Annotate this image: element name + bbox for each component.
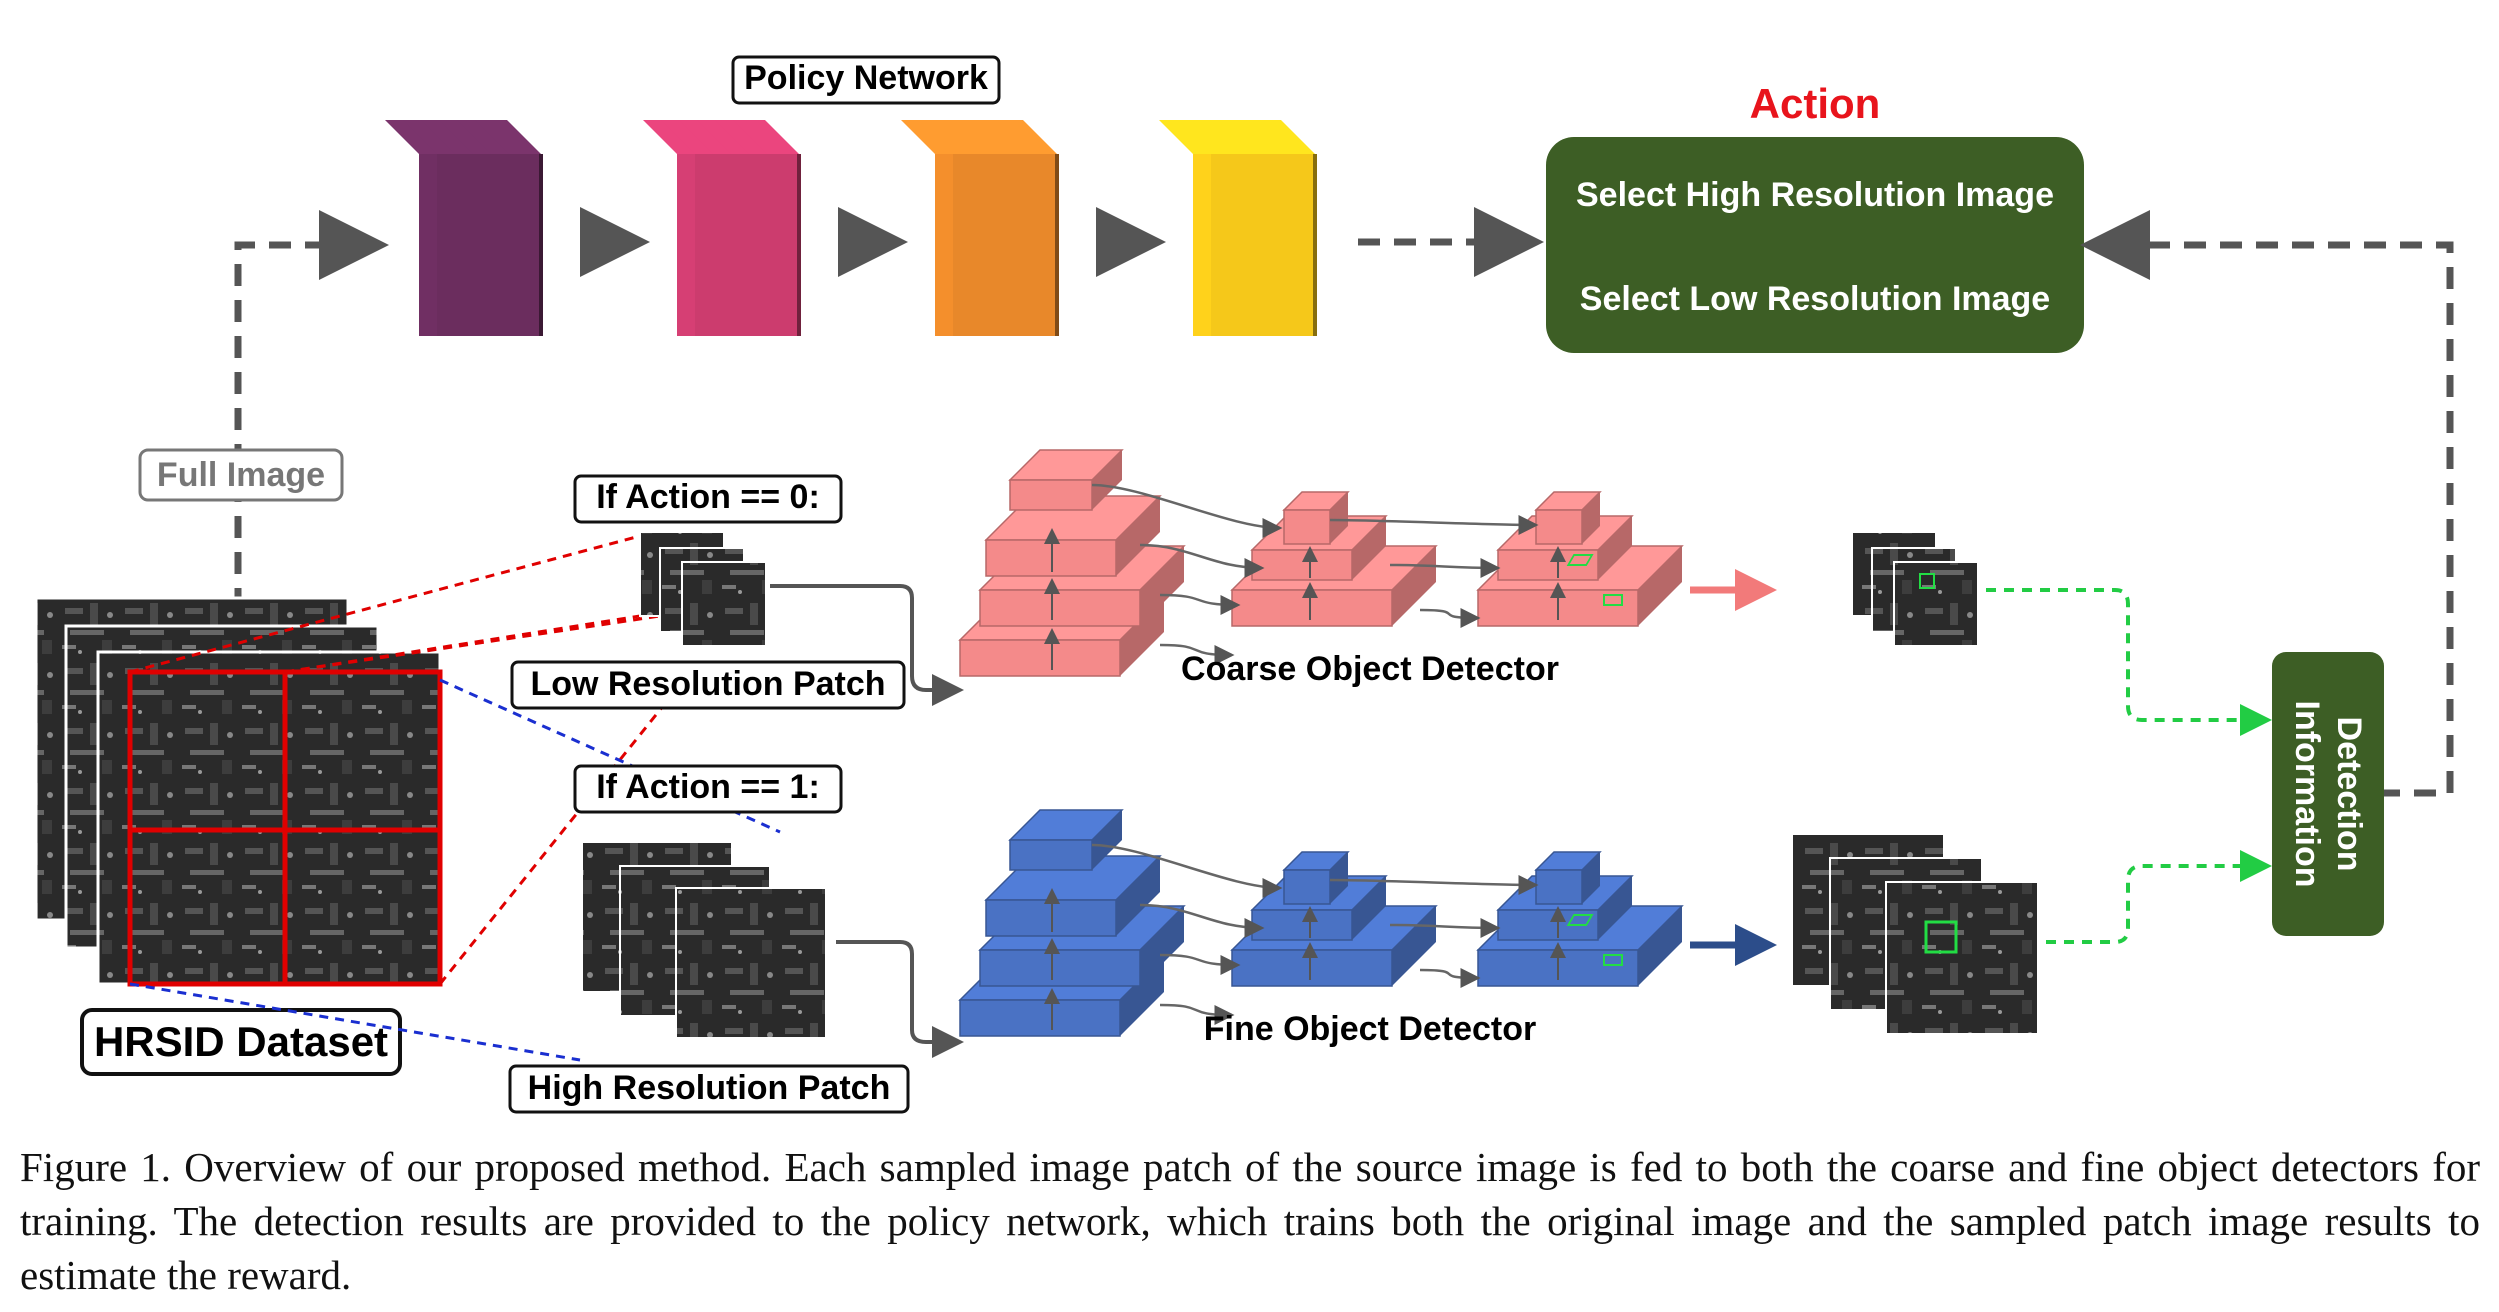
action-box: [1546, 137, 2084, 353]
detector-connector: [1091, 483, 1283, 538]
fine-detection-output: [1791, 833, 2039, 1035]
coarse-detector-label: Coarse Object Detector: [1181, 650, 1559, 688]
detector-connector: [1389, 917, 1501, 938]
select-high-res-option: Select High Resolution Image: [1576, 176, 2054, 214]
policy-network-label: Policy Network: [744, 59, 988, 97]
hrsid-dataset-stack: [34, 596, 443, 987]
detector-connector: [1159, 593, 1241, 615]
detector-connector: [1159, 1003, 1235, 1025]
low-res-patch-label-box: Low Resolution Patch: [510, 660, 906, 710]
coarse-detection-output: [1851, 531, 1979, 647]
policy-title-box: Policy Network: [731, 55, 1001, 105]
policy-layer-3: [901, 120, 1059, 336]
policy-conv-layers: [385, 120, 1317, 336]
if-action-1-label: If Action == 1:: [596, 768, 820, 806]
coarse-to-detection-arrow: [1986, 588, 2272, 736]
fine-object-detector: [958, 809, 1684, 1037]
detection-info-line1: Detection: [2330, 717, 2368, 872]
figure-caption: Figure 1. Overview of our proposed metho…: [20, 1144, 2480, 1298]
policy-layer-1: [385, 120, 543, 336]
detector-connector: [1091, 843, 1283, 898]
coarse-object-detector: [958, 449, 1684, 677]
detector-connector: [1139, 543, 1265, 578]
detector-connector: [1139, 903, 1265, 938]
detector-connector: [1329, 874, 1539, 895]
detection-information-box: Detection Information: [2272, 652, 2384, 936]
high-res-patch-label: High Resolution Patch: [528, 1069, 891, 1107]
if-action-0-label: If Action == 0:: [596, 478, 820, 516]
detector-connector: [1159, 953, 1241, 975]
full-image-label-box: Full Image: [138, 448, 344, 502]
policy-layer-2: [643, 120, 801, 336]
full-image-to-policy-arrow: [234, 210, 389, 610]
fine-to-detection-arrow: [2046, 850, 2272, 944]
high-patch-to-fine-arrow: [836, 940, 964, 1058]
policy-network: Policy Network: [385, 55, 1544, 336]
low-patch-to-coarse-arrow: [770, 584, 964, 706]
hrsid-dataset-label: HRSID Dataset: [94, 1018, 388, 1065]
high-res-patch-label-box: High Resolution Patch: [508, 1064, 910, 1114]
detection-info-line2: Information: [2288, 701, 2326, 888]
if-action-0-box: If Action == 0:: [573, 474, 843, 524]
head-level-3: [1534, 851, 1602, 905]
detector-connector: [1159, 643, 1235, 665]
backbone-level-4: [1008, 809, 1124, 871]
detector-connector: [1419, 607, 1481, 628]
low-res-patch-stack: [639, 531, 767, 647]
action-title: Action: [1750, 80, 1881, 127]
detector-connector: [1419, 967, 1481, 988]
head-level-3: [1534, 491, 1602, 545]
fine-detector-label: Fine Object Detector: [1204, 1010, 1537, 1048]
low-res-patch-label: Low Resolution Patch: [530, 665, 885, 703]
if-action-1-box: If Action == 1:: [573, 764, 843, 814]
action-group: Action Select High Resolution Image Sele…: [1546, 80, 2084, 353]
select-low-res-option: Select Low Resolution Image: [1580, 280, 2050, 318]
backbone-level-4: [1008, 449, 1124, 511]
neck-level-3: [1282, 851, 1350, 905]
detector-connector: [1389, 557, 1501, 578]
neck-level-3: [1282, 491, 1350, 545]
high-res-patch-stack: [581, 841, 827, 1039]
hrsid-dataset-label-box: HRSID Dataset: [80, 1008, 402, 1076]
policy-layer-4: [1159, 120, 1317, 336]
detection-to-action-arrow: [2080, 210, 2454, 797]
full-image-label: Full Image: [157, 456, 325, 494]
detector-connector: [1329, 514, 1539, 535]
